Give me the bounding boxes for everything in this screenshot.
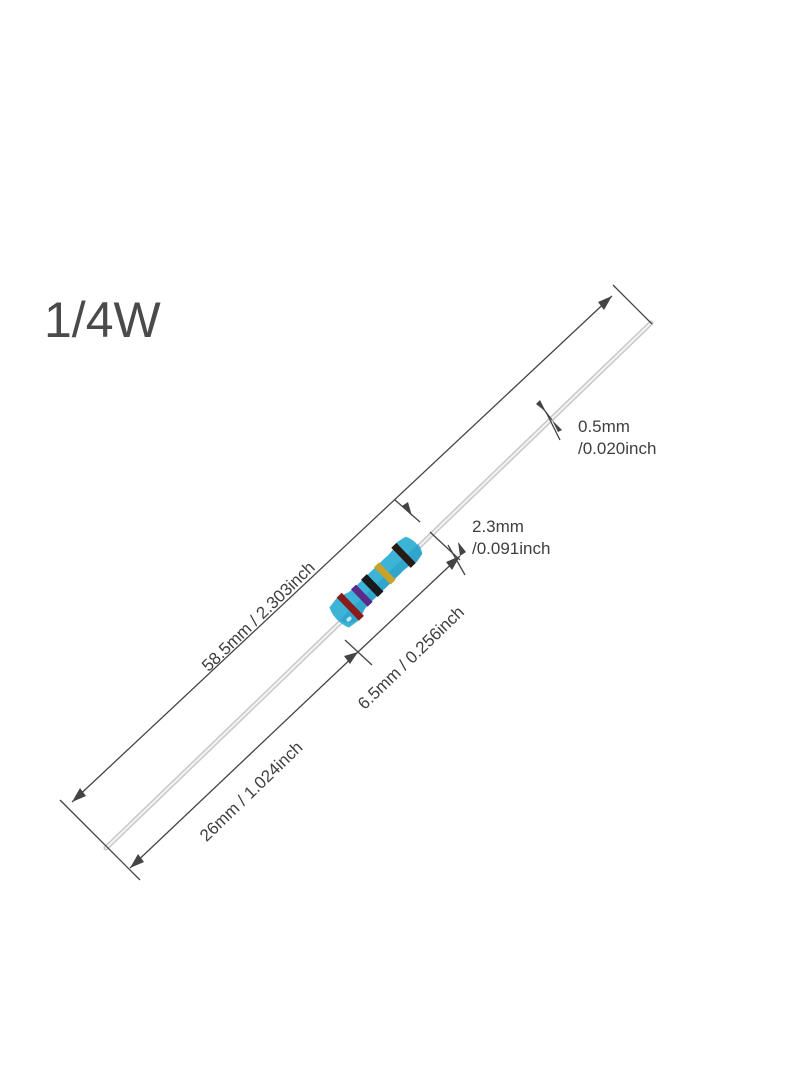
lead-diameter-label: 0.5mm /0.020inch (578, 416, 656, 460)
power-rating-title: 1/4W (44, 292, 161, 348)
arrowheads (72, 296, 612, 868)
lead-diameter-mm: 0.5mm (578, 417, 630, 436)
lead-diameter-inch: /0.020inch (578, 439, 657, 458)
body-diameter-inch: /0.091inch (472, 539, 551, 558)
body-diameter-label: 2.3mm /0.091inch (472, 516, 550, 560)
body-diameter-mm: 2.3mm (472, 517, 524, 536)
resistor-body (329, 536, 423, 628)
dimension-lines (59, 284, 653, 881)
